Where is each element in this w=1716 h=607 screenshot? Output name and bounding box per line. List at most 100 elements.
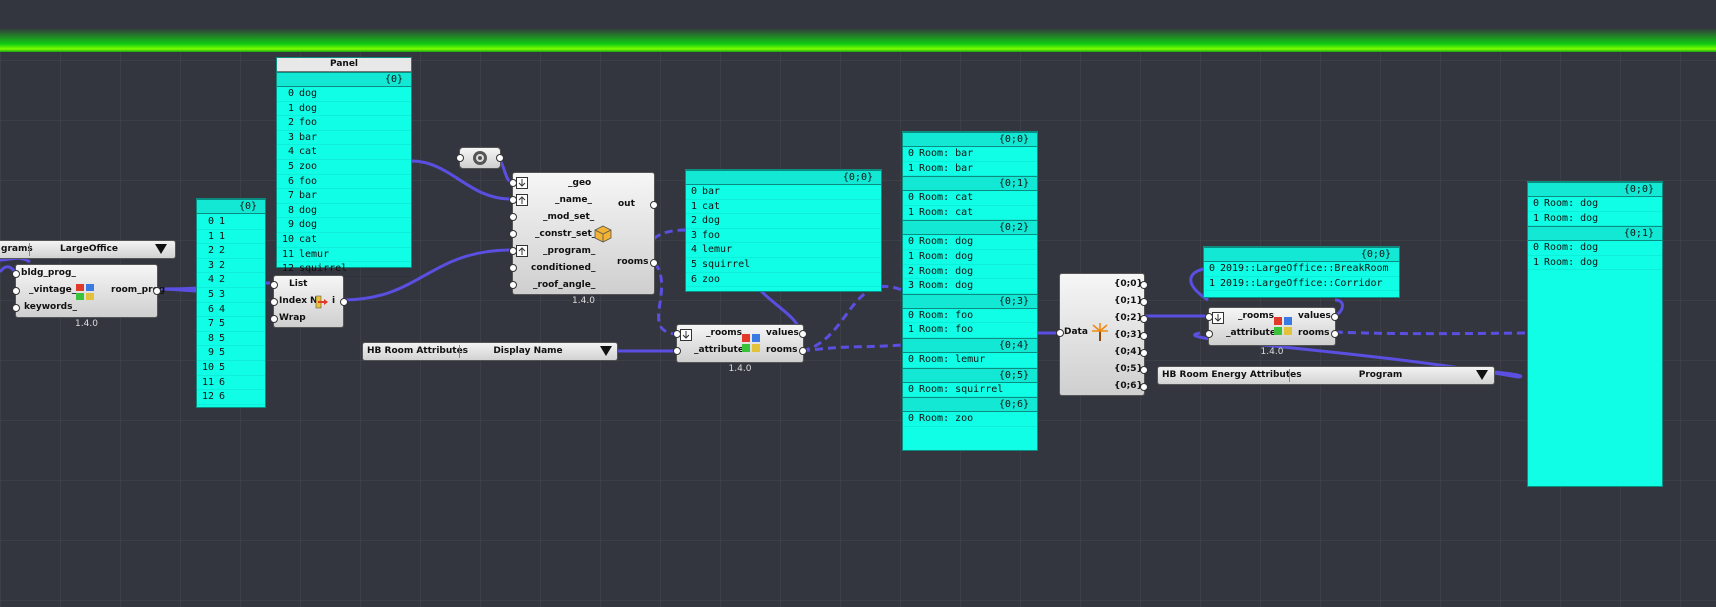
input-name[interactable]: _name_ <box>555 195 592 205</box>
input-constr-set[interactable]: _constr_set_ <box>535 229 597 239</box>
output-branch[interactable]: {0;0} <box>1114 279 1143 289</box>
port[interactable] <box>1056 329 1064 337</box>
list-item-component[interactable]: List Index Wrap i N <box>270 275 348 328</box>
item-value: dog <box>299 204 318 216</box>
port[interactable] <box>1205 313 1213 321</box>
item-index: 5 <box>690 258 697 270</box>
output-room-prog[interactable]: room_prog <box>111 285 166 295</box>
room-component[interactable]: _geo _name_ _mod_set_ _constr_set_ _prog… <box>509 172 658 306</box>
input-program[interactable]: _program_ <box>543 246 596 256</box>
room-attribute-component[interactable]: _rooms _attribute values rooms 1.4.0 <box>673 324 807 374</box>
input-rooms[interactable]: _rooms <box>706 328 743 338</box>
port[interactable] <box>270 298 278 306</box>
input-vintage[interactable]: _vintage_ <box>29 285 77 295</box>
port[interactable] <box>1331 330 1339 338</box>
input-list[interactable]: List <box>289 279 308 289</box>
port[interactable] <box>799 347 807 355</box>
item-index: 1 <box>287 102 294 114</box>
port[interactable] <box>509 264 517 272</box>
output-branch[interactable]: {0;3} <box>1114 330 1143 340</box>
room-energy-attribute-component[interactable]: _rooms _attribute values rooms 1.4.0 <box>1205 307 1339 357</box>
building-program-component[interactable]: bldg_prog_ _vintage_ keywords_ room_prog… <box>12 264 165 329</box>
output-out[interactable]: out <box>618 199 635 209</box>
output-branch[interactable]: {0;6} <box>1114 381 1143 391</box>
output-values[interactable]: values <box>1298 311 1331 321</box>
room-energy-attributes-value-list[interactable]: HB Room Energy Attributes Program <box>1157 366 1495 385</box>
port[interactable] <box>1331 313 1339 321</box>
output-branch[interactable]: {0;5} <box>1114 364 1143 374</box>
item-index: 5 <box>207 288 214 300</box>
input-index[interactable]: Index <box>279 296 308 306</box>
item-value: 2 <box>219 245 226 257</box>
input-attribute[interactable]: _attribute <box>1226 328 1276 338</box>
port[interactable] <box>1140 298 1148 306</box>
output-item[interactable]: i <box>332 296 336 306</box>
port[interactable] <box>12 287 20 295</box>
port[interactable] <box>12 304 20 312</box>
port[interactable] <box>1140 332 1148 340</box>
port[interactable] <box>509 179 517 187</box>
port[interactable] <box>509 196 517 204</box>
port[interactable] <box>509 230 517 238</box>
port[interactable] <box>1140 281 1148 289</box>
input-conditioned[interactable]: conditioned_ <box>531 263 596 273</box>
port[interactable] <box>509 281 517 289</box>
output-branch[interactable]: {0;1} <box>1114 296 1143 306</box>
port[interactable] <box>1140 349 1148 357</box>
relay-component[interactable] <box>456 147 504 169</box>
output-rooms[interactable]: rooms <box>766 345 798 355</box>
input-bldg-prog[interactable]: bldg_prog_ <box>21 268 76 278</box>
port[interactable] <box>799 330 807 338</box>
port[interactable] <box>509 247 517 255</box>
output-rooms[interactable]: rooms <box>1298 328 1330 338</box>
output-branch[interactable]: {0;2} <box>1114 313 1143 323</box>
output-branch[interactable]: {0;4} <box>1114 347 1143 357</box>
input-mod-set[interactable]: _mod_set_ <box>543 212 595 222</box>
input-wrap[interactable]: Wrap <box>279 313 306 323</box>
port[interactable] <box>496 154 504 162</box>
program-value-list[interactable]: grams LargeOffice <box>0 240 176 259</box>
dropdown-arrow-icon[interactable] <box>155 244 167 254</box>
port[interactable] <box>650 201 658 209</box>
explode-tree-component[interactable]: Data {0;0} {0;1} {0;2} {0;3} {0;4} {0;5} {0;6} <box>1056 273 1148 396</box>
port[interactable] <box>12 270 20 278</box>
port[interactable] <box>1140 366 1148 374</box>
port[interactable] <box>340 298 348 306</box>
item-index: 0 <box>1208 263 1215 274</box>
output-values[interactable]: values <box>766 328 799 338</box>
input-roof-angle[interactable]: _roof_angle_ <box>533 280 596 290</box>
port[interactable] <box>673 347 681 355</box>
input-keywords[interactable]: keywords_ <box>24 302 77 312</box>
version-label: 1.4.0 <box>572 296 595 306</box>
port[interactable] <box>1140 383 1148 391</box>
wire <box>1334 330 1528 336</box>
port[interactable] <box>1205 330 1213 338</box>
dropdown-arrow-icon[interactable] <box>600 346 612 356</box>
port[interactable] <box>1140 315 1148 323</box>
input-attribute[interactable]: _attribute <box>694 345 744 355</box>
port[interactable] <box>270 315 278 323</box>
input-data[interactable]: Data <box>1064 327 1088 337</box>
dropdown-arrow-icon[interactable] <box>1476 370 1488 380</box>
item-index: 12 <box>201 391 214 403</box>
port[interactable] <box>153 287 161 295</box>
input-rooms[interactable]: _rooms <box>1238 311 1275 321</box>
port[interactable] <box>270 281 278 289</box>
port[interactable] <box>509 213 517 221</box>
port[interactable] <box>673 330 681 338</box>
room-attributes-value-list[interactable]: HB Room Attributes Display Name <box>362 342 618 361</box>
output-rooms[interactable]: rooms <box>617 257 649 267</box>
input-geo[interactable]: _geo <box>568 178 592 188</box>
port[interactable] <box>650 259 658 267</box>
port[interactable] <box>456 154 464 162</box>
